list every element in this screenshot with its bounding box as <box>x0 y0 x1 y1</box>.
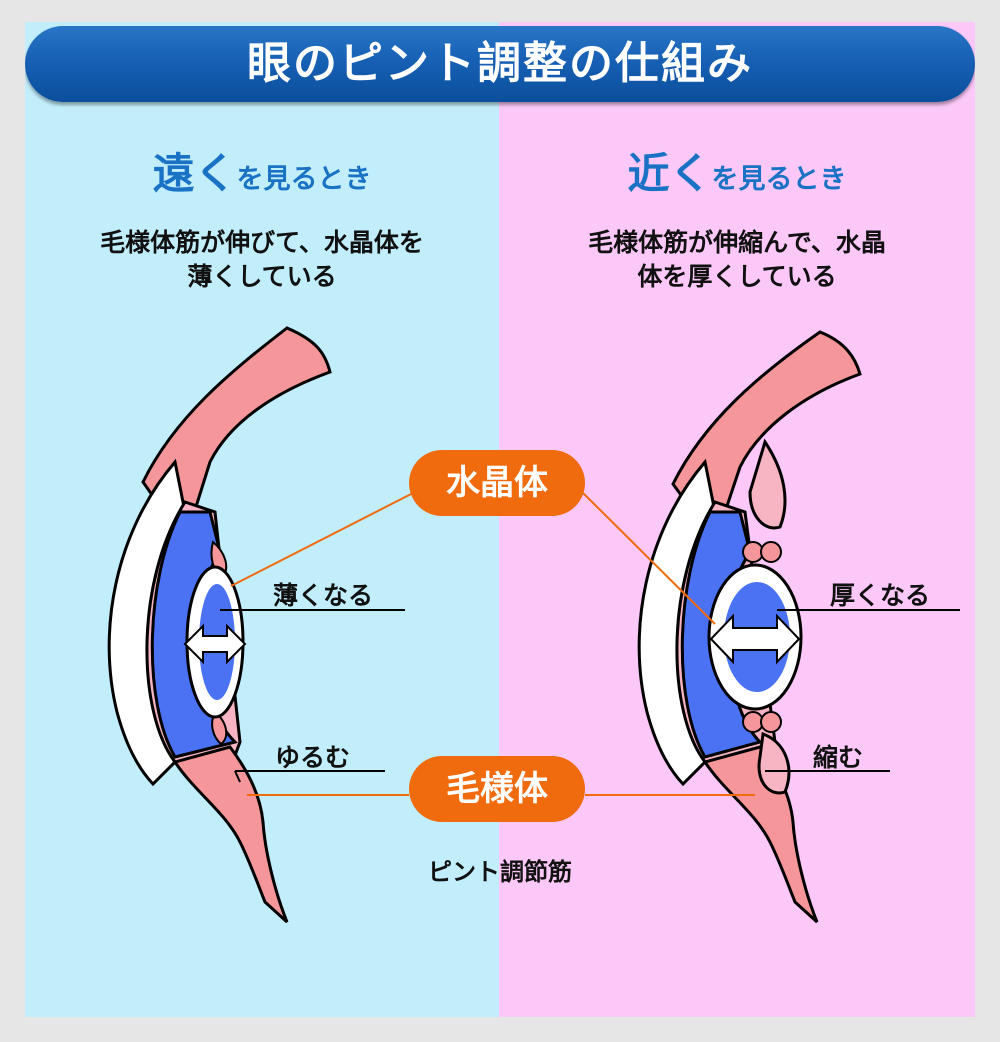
far-description: 毛様体筋が伸びて、水晶体を 薄くしている <box>35 226 489 294</box>
near-ciliary-bulge <box>748 438 787 530</box>
far-description-line-2: 薄くしている <box>187 262 337 291</box>
near-heading-suffix: を見るとき <box>711 164 847 195</box>
near-upper-tissue <box>671 330 862 546</box>
lens-leader-right <box>581 491 716 625</box>
far-heading-keyword: 遠く <box>152 149 237 198</box>
far-heading: 遠くを見るとき <box>25 140 499 200</box>
far-ciliary-lower <box>211 710 228 746</box>
near-ciliary-upper-2 <box>760 541 782 563</box>
near-description: 毛様体筋が伸縮んで、水晶 体を厚くしている <box>509 226 965 294</box>
far-upper-tissue <box>141 326 332 546</box>
lens-leader-left <box>230 491 416 587</box>
far-eye <box>107 326 405 924</box>
near-lens-arrow <box>709 613 801 665</box>
near-muscle-label: 縮む <box>813 743 864 772</box>
far-lens-arrow <box>183 623 247 665</box>
near-description-line-1: 毛様体筋が伸縮んで、水晶 <box>588 228 886 257</box>
page-title: 眼のピント調整の仕組み <box>247 38 753 89</box>
far-description-line-1: 毛様体筋が伸びて、水晶体を <box>100 228 424 257</box>
near-lower-bulge <box>757 731 791 795</box>
lens-callout: 水晶体 <box>409 450 585 516</box>
near-description-line-2: 体を厚くしている <box>637 262 837 291</box>
far-lower-tissue <box>172 745 289 924</box>
ciliary-callout: 毛様体 <box>409 756 585 822</box>
near-heading: 近くを見るとき <box>499 140 975 200</box>
far-lens-label: 薄くなる <box>273 581 374 610</box>
eye-diagrams <box>107 326 960 924</box>
near-eye <box>637 330 960 924</box>
far-muscle-label: ゆるむ <box>275 743 351 772</box>
ciliary-caption: ピント調節筋 <box>428 858 572 886</box>
near-heading-keyword: 近く <box>627 149 712 198</box>
near-lens-label: 厚くなる <box>830 581 931 610</box>
infographic: 眼のピント調整の仕組み 遠くを見るとき 近くを見るとき 毛様体筋が伸びて、水晶体… <box>25 22 975 1017</box>
near-ciliary-lower-2 <box>760 711 782 733</box>
far-heading-suffix: を見るとき <box>236 164 372 195</box>
title-banner: 眼のピント調整の仕組み <box>25 26 975 102</box>
